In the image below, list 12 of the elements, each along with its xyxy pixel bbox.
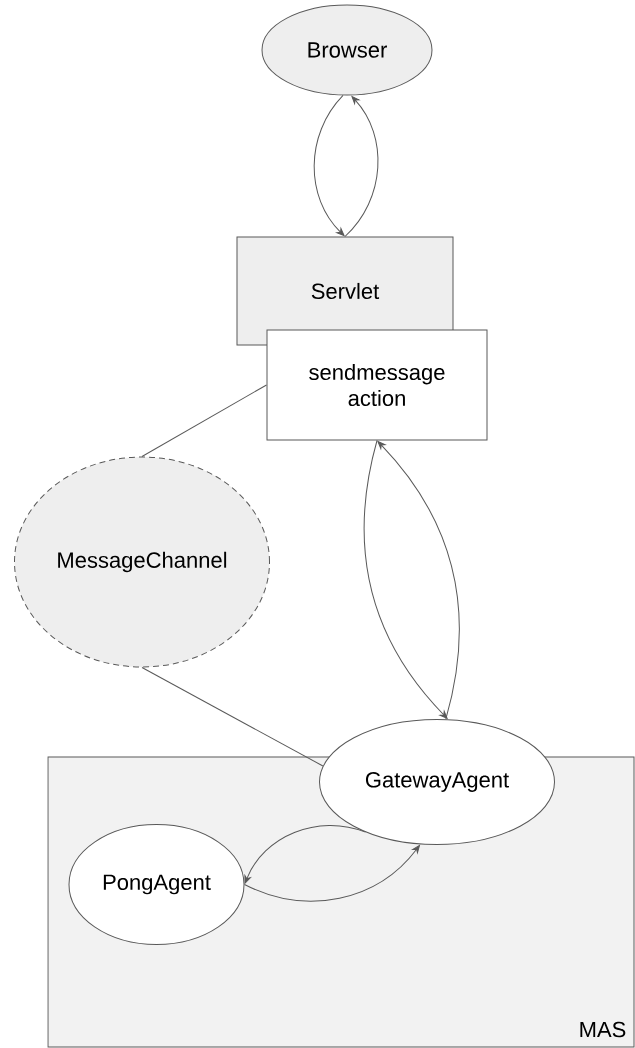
arrow [244, 844, 420, 902]
arrow [363, 440, 448, 719]
arrow [313, 94, 345, 237]
arrow [344, 95, 379, 237]
ellipse-node: PongAgent [68, 824, 245, 945]
connector-line [141, 667, 324, 767]
process-box: sendmessage action [266, 329, 488, 441]
connector-line [141, 384, 267, 457]
ellipse-node: GatewayAgent [319, 719, 555, 845]
ellipse-node: Browser [261, 4, 433, 96]
arrow [244, 824, 366, 884]
arrow [377, 440, 460, 720]
